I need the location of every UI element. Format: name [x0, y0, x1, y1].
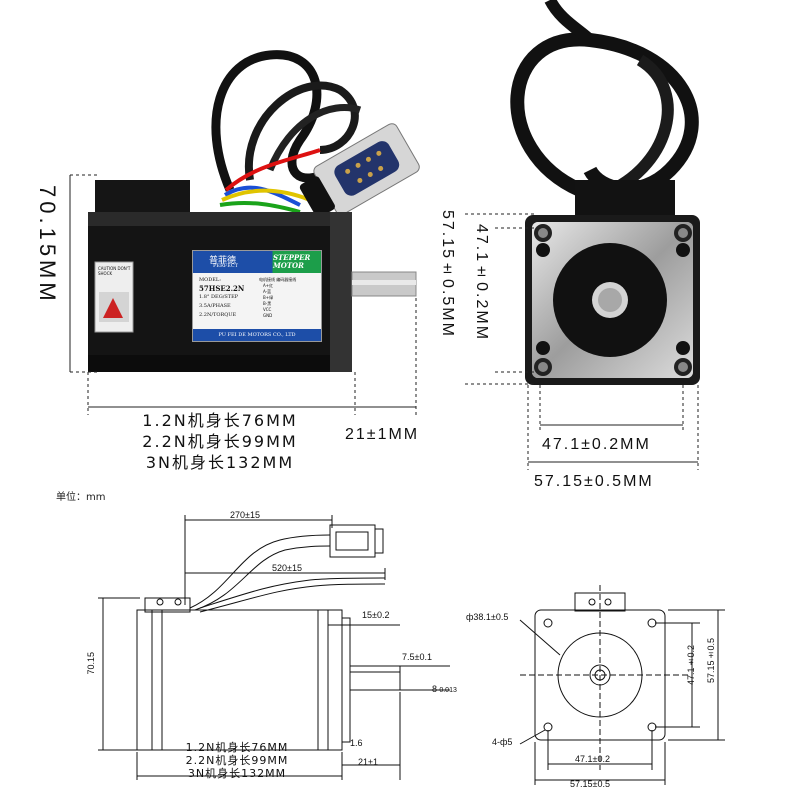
- brand-cn: 普菲德: [209, 256, 237, 266]
- front-photo-art: [465, 0, 700, 470]
- body-length-item: 3N机身长132MM: [187, 767, 287, 780]
- pitch-vertical-drawing: 47.1±0.2: [686, 645, 696, 686]
- width-vertical-drawing: 57.15±0.5: [706, 638, 716, 684]
- mounting-holes: 4-ф5: [492, 737, 513, 747]
- product-name: STEPPER MOTOR: [273, 253, 311, 270]
- body-length-item: 3N机身长132MM: [145, 453, 295, 472]
- unit-label: 单位：mm: [56, 492, 106, 503]
- shaft-length-dimension: 21±1MM: [345, 426, 420, 443]
- cable-length-1: 270±15: [230, 510, 260, 520]
- pitch-dimension-horizontal: 47.1±0.2MM: [542, 436, 651, 453]
- wiring-item: A+红: [263, 283, 274, 288]
- wiring-item: A-蓝: [263, 289, 272, 294]
- wiring-list: A+红 A-蓝 B+绿 B-黑 VCC GND: [263, 283, 273, 319]
- body-length-item: 2.2N机身长99MM: [142, 432, 298, 451]
- company-name: PU FEI DE MOTORS CO., LTD: [193, 329, 321, 341]
- caution-text: CAUTION DON'T SHOCK: [98, 266, 131, 276]
- width-dimension-vertical: 57.15±0.5MM: [439, 210, 456, 338]
- body-length-item: 1.2N机身长76MM: [185, 741, 289, 754]
- pitch-horizontal-drawing: 47.1±0.2: [575, 754, 610, 764]
- model-key: MODEL:: [199, 277, 221, 283]
- height-drawing: 70.15: [86, 652, 96, 675]
- shaft-diameter: 8-0.013: [432, 684, 457, 694]
- side-photo: 普菲德 PERFECT STEPPER MOTOR MODEL: 57HSE2.…: [0, 0, 470, 480]
- shaft-length-drawing: 21±1: [358, 757, 378, 767]
- spec-step: 1.8° DEG/STEP: [199, 294, 239, 300]
- pitch-dimension-vertical: 47.1±0.2MM: [473, 224, 490, 342]
- width-horizontal-drawing: 57.15±0.5: [570, 779, 610, 789]
- spec-torque: 2.2N/TORQUE: [199, 312, 237, 318]
- drawing-art: [98, 515, 725, 785]
- technical-drawing: 单位：mm: [0, 480, 800, 800]
- width-dimension-horizontal: 57.15±0.5MM: [534, 473, 654, 490]
- brand-en: PERFECT: [213, 263, 239, 269]
- body-length-list: 1.2N机身长76MM 2.2N机身长99MM 3N机身长132MM: [110, 410, 330, 473]
- label-plate: 普菲德 PERFECT STEPPER MOTOR MODEL: 57HSE2.…: [192, 250, 322, 342]
- wiring-title: 电机接线 编码器接线: [259, 277, 297, 282]
- body-length-item: 2.2N机身长99MM: [185, 754, 289, 767]
- pilot-diameter: ф38.1±0.5: [466, 612, 509, 622]
- front-photo: 57.15±0.5MM 47.1±0.2MM 47.1±0.2MM 57.15±…: [430, 0, 800, 500]
- shaft-diameter-value: 8: [432, 684, 438, 694]
- side-photo-art: [69, 50, 420, 415]
- wiring-item: B+绿: [263, 295, 274, 300]
- wiring-item: VCC: [263, 307, 272, 312]
- key-dimension: 7.5±0.1: [402, 652, 432, 662]
- shaft-diameter-tolerance: -0.013: [437, 687, 457, 694]
- flange-thickness: 15±0.2: [362, 610, 390, 620]
- cable-length-2: 520±15: [272, 563, 302, 573]
- spec-phase: 3.5A/PHASE: [199, 303, 231, 309]
- wiring-item: B-黑: [263, 301, 272, 306]
- wiring-item: GND: [263, 313, 273, 318]
- height-dimension: 70.15MM: [35, 185, 60, 305]
- model-value: 57HSE2.2N: [199, 284, 245, 293]
- body-length-item: 1.2N机身长76MM: [142, 411, 298, 430]
- drawing-body-length-list: 1.2N机身长76MM 2.2N机身长99MM 3N机身长132MM: [162, 741, 312, 780]
- boss-dimension: 1.6: [350, 738, 363, 748]
